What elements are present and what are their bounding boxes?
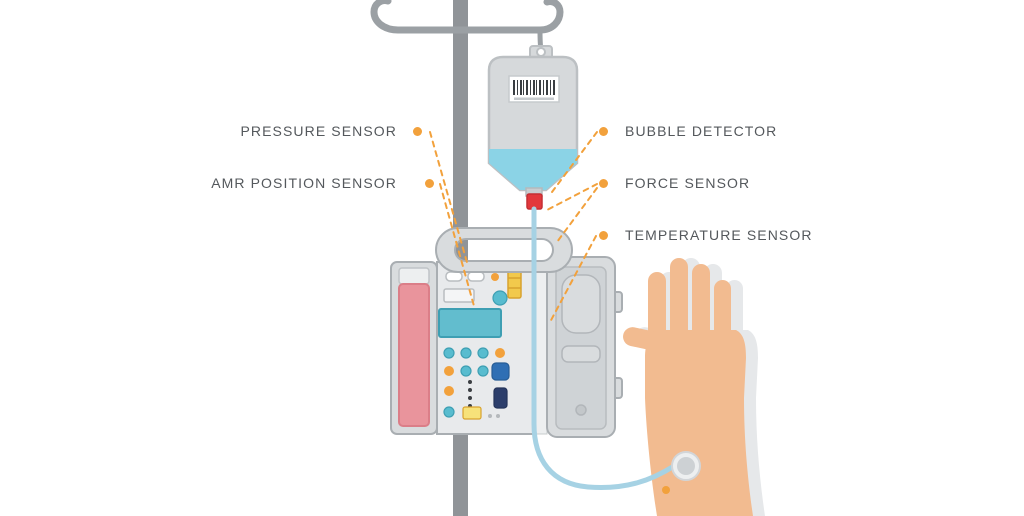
pressure-cartridge: [398, 283, 430, 427]
amr-position-sensor-dot: [425, 179, 434, 188]
pump-controls: [438, 267, 522, 420]
leader-line-force-sensor: [546, 183, 598, 211]
iv-bag-fluid: [489, 149, 577, 190]
label-amr-position-sensor: AMR POSITION SENSOR: [211, 175, 397, 191]
label-force-sensor: FORCE SENSOR: [625, 175, 751, 191]
leader-line-force-sensor-2: [556, 187, 598, 243]
pressure-sensor-dot: [413, 127, 422, 136]
temperature-sensor-dot: [599, 231, 608, 240]
leader-line-bubble-detector: [548, 131, 598, 197]
pump-display: [438, 308, 502, 338]
label-bubble-detector: BUBBLE DETECTOR: [625, 123, 778, 139]
label-pressure-sensor: PRESSURE SENSOR: [240, 123, 397, 139]
bag-hanger-hole: [536, 47, 546, 57]
leader-line-pressure-sensor: [429, 131, 469, 267]
iv-bag: [487, 45, 579, 210]
leader-line-amr-position-sensor: [439, 183, 475, 307]
pump-door: [546, 256, 623, 438]
force-sensor-dot: [599, 179, 608, 188]
bubble-detector-dot: [599, 127, 608, 136]
arm-marker-dot: [662, 486, 670, 494]
leader-line-temperature-sensor: [548, 235, 597, 325]
arm-sensor: [671, 451, 701, 481]
infusion-pump: [390, 227, 623, 438]
label-temperature-sensor: TEMPERATURE SENSOR: [625, 227, 813, 243]
barcode: [508, 75, 560, 103]
iv-tube: [531, 206, 677, 491]
